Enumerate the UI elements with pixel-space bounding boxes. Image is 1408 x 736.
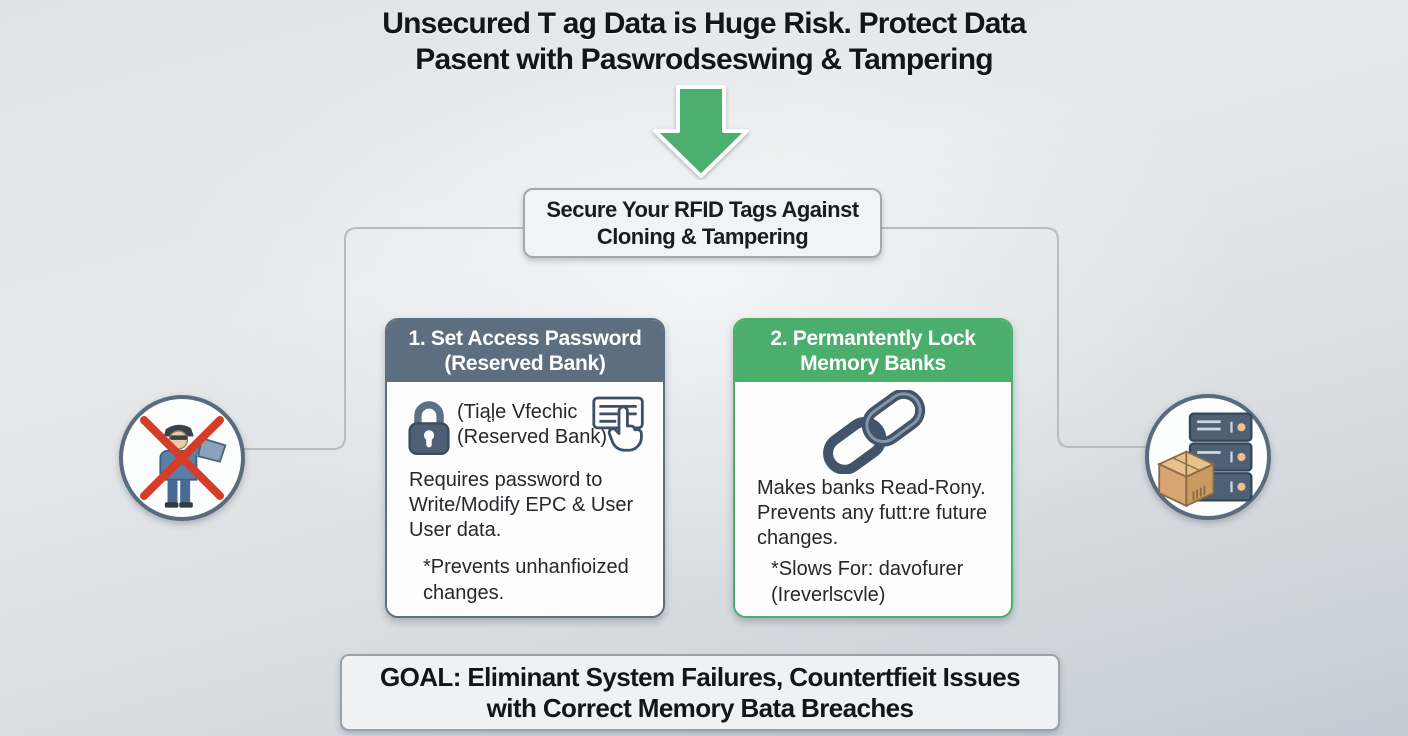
goal-banner: GOAL: Eliminant System Failures, Counter… [340,654,1060,731]
secure-rfid-banner: Secure Your RFID Tags Against Cloning & … [523,188,882,258]
card1-description-line2: Write/Modify EPC & User [409,494,634,516]
page-title: Unsecured T ag Data is Huge Risk. Protec… [0,6,1408,78]
down-arrow-icon [648,84,754,185]
card1-body: (Tiąļe Vfechic (Reserved Bank) Requires … [387,382,663,616]
card2-body: Makes banks Read-Rony. Prevents any futt… [735,382,1011,616]
card2-note-line1: *Slows For: davofurer [771,558,964,580]
card1-note-line1: *Prevents unhanfioized [423,556,629,578]
card1-description-line3: User data. [409,519,502,541]
card1-icon-caption: (Tiąļe Vfechic (Reserved Bank) [457,400,607,450]
card1-note-line2: changes. [423,582,505,604]
card1-caption-line1: (Tiąļe Vfechic [457,401,578,423]
card-set-access-password: 1. Set Access Password (Reserved Bank) (… [385,318,665,618]
card2-note: *Slows For: davofurer (Ireverlscvle) [771,556,963,608]
card1-header-line1: 1. Set Access Password [408,327,642,350]
card1-header: 1. Set Access Password (Reserved Bank) [387,320,663,382]
card2-description-line3: changes. [757,527,839,549]
page-title-line2: Pasent with Paswrodseswing & Tampering [415,43,993,76]
goal-line1: GOAL: Eliminant System Failures, Counter… [379,661,1021,692]
card1-note: *Prevents unhanfioized changes. [423,554,629,606]
page-title-line1: Unsecured T ag Data is Huge Risk. Protec… [382,7,1026,40]
secure-rfid-line2: Cloning & Tampering [596,224,809,249]
card1-description: Requires password to Write/Modify EPC & … [409,468,633,543]
card1-description-line1: Requires password to [409,469,603,491]
card1-caption-line2: (Reserved Bank) [457,426,608,448]
card-lock-memory-banks: 2. Permantently Lock Memory Banks Makes … [733,318,1013,618]
card-tap-hand-icon [591,394,647,463]
card2-header-line1: 2. Permantently Lock [770,327,976,350]
chain-links-icon [817,388,929,479]
goal-line2: with Correct Memory Bata Breaches [486,692,914,723]
card2-note-line2: (Ireverlscvle) [771,584,886,606]
connector-right [882,227,1165,448]
card1-header-line2: (Reserved Bank) [444,352,606,375]
server-inventory-box-icon [1145,394,1271,520]
card2-description-line1: Makes banks Read-Rony. [757,477,986,499]
card2-description-line2: Prevents any futt:re future [757,502,988,524]
connector-left [240,227,523,450]
card2-header: 2. Permantently Lock Memory Banks [735,320,1011,382]
secure-rfid-line1: Secure Your RFID Tags Against [546,197,859,222]
padlock-icon [405,398,453,463]
card2-header-line2: Memory Banks [800,352,946,375]
no-unauthorized-person-icon [119,395,245,521]
card2-description: Makes banks Read-Rony. Prevents any futt… [757,476,987,551]
